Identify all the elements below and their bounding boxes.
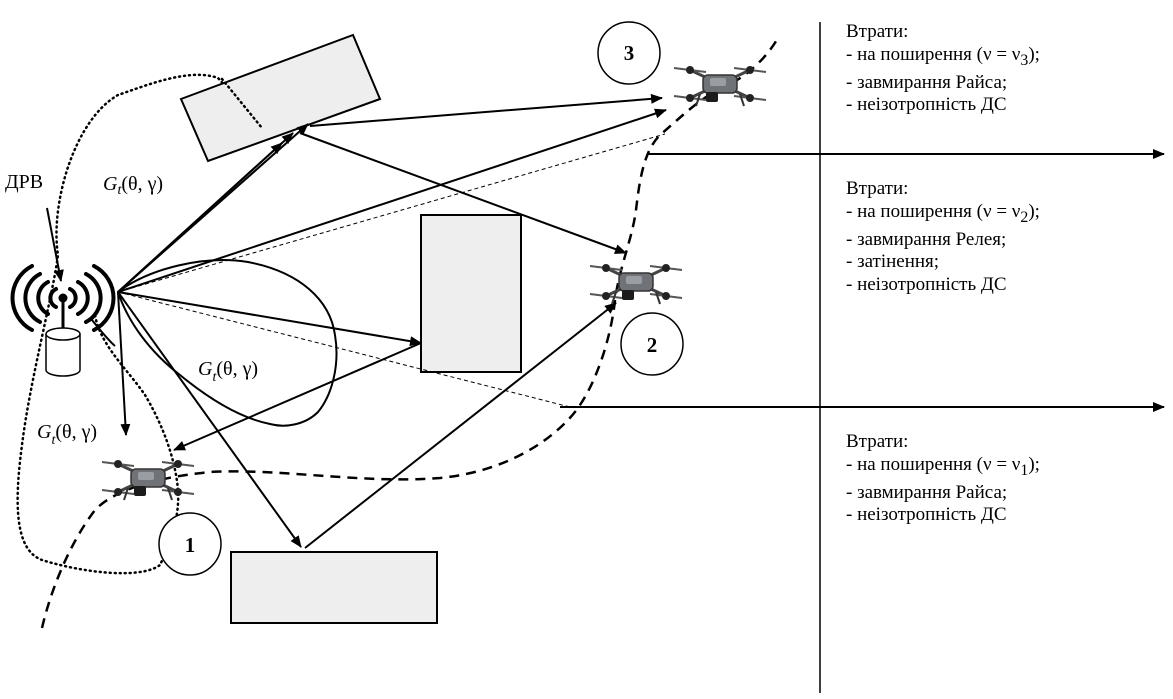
direct-ray-thin-lower [117,291,571,408]
gain-label-upper: Gt(θ, γ) [103,173,163,198]
ray-curved-to-drone1 [91,319,116,347]
ray-direct-to-drone3 [117,108,667,293]
ground-station-icon [10,264,116,377]
loss-item: - завмирання Райса; [846,481,1008,503]
drone-1-icon [100,458,196,502]
loss-item: - затінення; [846,251,940,273]
ray-reflect-to-drone2 [299,132,627,254]
drone-1-number: 1 [185,533,196,557]
loss-item: - завмирання Релея; [846,228,1007,250]
loss-item: - неізотропність ДС [846,94,1007,116]
drone-2-icon [588,262,684,306]
drone-2-number: 2 [647,333,658,357]
loss-item: - неізотропність ДС [846,273,1007,295]
flight-path [40,37,780,629]
ray-reflect-to-drone3 [309,93,663,127]
gain-label-lower: Gt(θ, γ) [37,421,97,448]
drone-3-marker: 3 [597,21,661,85]
loss-panel-zone-2: Втрати: - на поширення (ν = ν2); - завми… [846,178,1040,296]
loss-panel-zone-3: Втрати: - на поширення (ν = ν3); - завми… [846,21,1040,117]
loss-panel-title: Втрати: [846,21,909,42]
drone-3-icon [672,64,768,108]
loss-panel-title: Втрати: [846,178,909,199]
loss-item: - неізотропність ДС [846,504,1007,526]
ray-to-building-bottom [117,291,302,548]
loss-item: - на поширення (ν = ν1); [846,453,1040,479]
ray-to-building-top-c [117,142,283,293]
loss-item: - на поширення (ν = ν2); [846,200,1040,226]
building-middle [420,214,522,373]
loss-panel-title: Втрати: [846,431,909,452]
ray-reflect-bottom-to-drone2 [304,302,617,549]
gain-label-middle: Gt(θ, γ) [198,358,258,385]
drone-3-number: 3 [624,41,635,65]
loss-item: - на поширення (ν = ν3); [846,43,1040,69]
building-rooftop [179,33,382,163]
building-bottom [230,551,438,624]
station-label: ДРВ [5,171,43,193]
ray-direct-to-drone1 [117,291,131,436]
loss-panel-zone-1: Втрати: - на поширення (ν = ν1); - завми… [846,431,1040,527]
antenna-pattern-lobe-middle [116,259,338,427]
ray-reflect-to-drone1 [173,342,422,451]
drone-2-marker: 2 [620,312,684,376]
ray-to-building-middle [117,291,422,347]
station-label-pointer [46,207,64,282]
antenna-pattern-lobe-outer [16,73,264,575]
drone-1-marker: 1 [158,512,222,576]
antenna-pattern-lobe-inner [220,77,264,130]
direct-ray-thin-upper [117,133,666,293]
loss-item: - завмирання Райса; [846,71,1008,93]
